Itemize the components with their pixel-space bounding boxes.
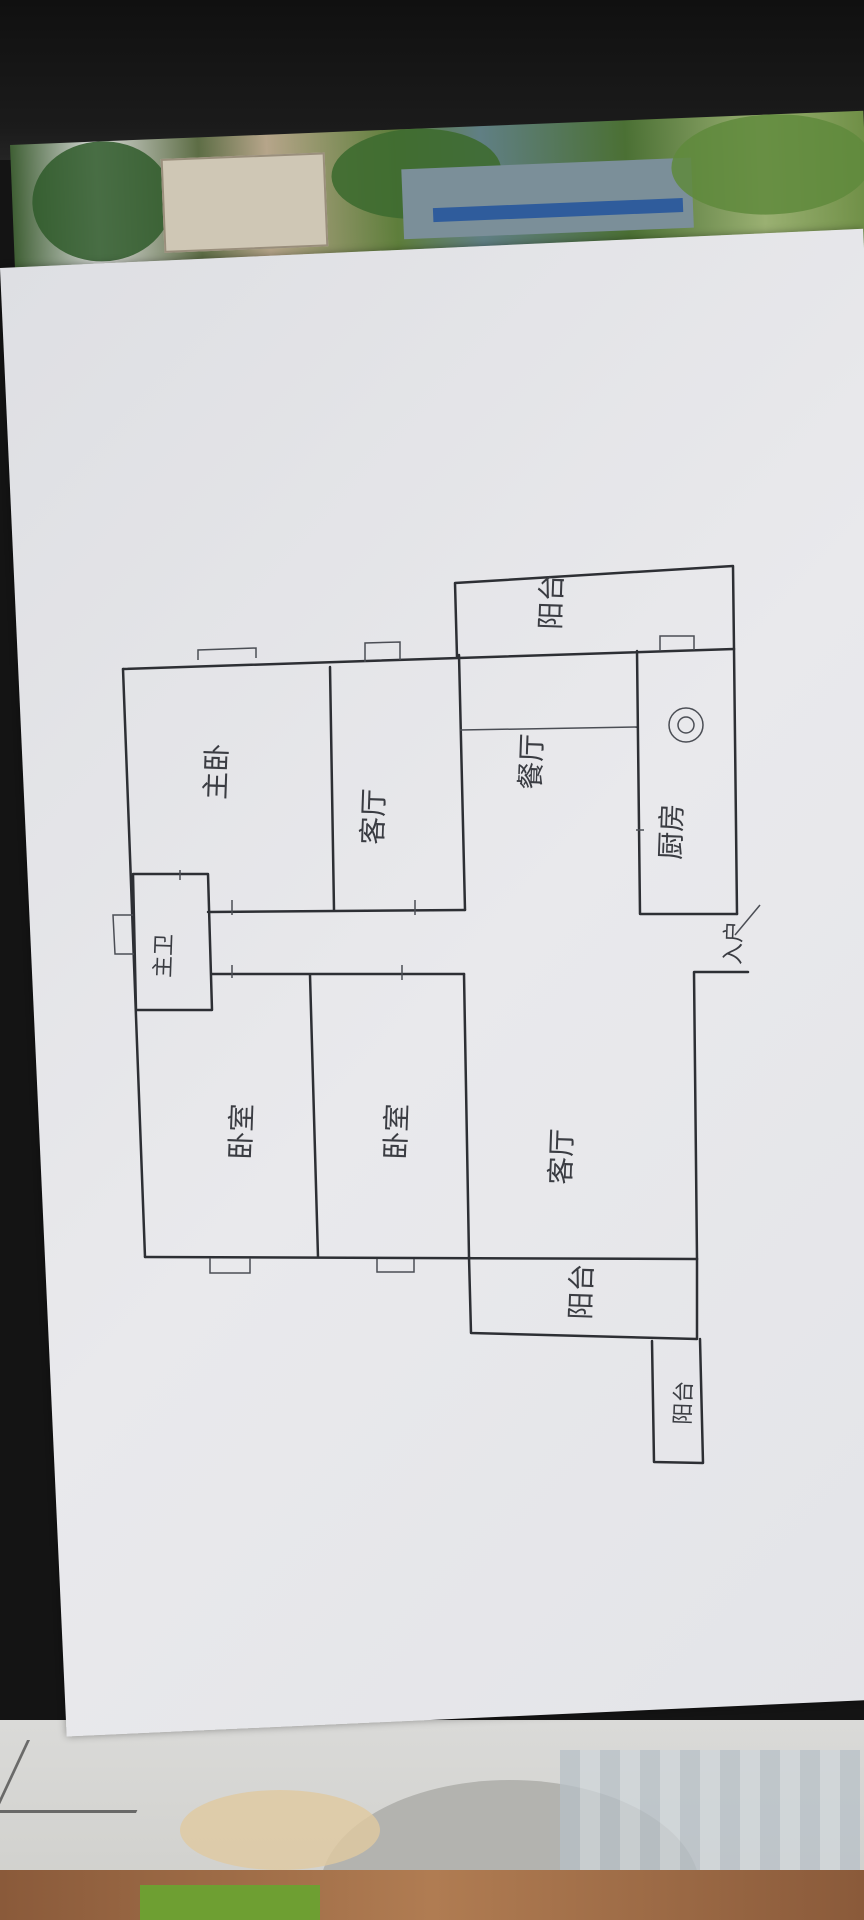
room-label-balcony-bottom: 阳台 — [564, 1263, 599, 1320]
window-top-mid — [364, 641, 401, 662]
entrance-arrow-icon — [734, 904, 761, 936]
room-label-living-room: 客厅 — [544, 1128, 579, 1185]
stove-icon — [668, 707, 704, 743]
window-top-left — [197, 647, 257, 660]
balcony-small-outline — [650, 1337, 705, 1465]
room-label-balcony-small: 阳台 — [671, 1380, 698, 1425]
mist-shape — [180, 1790, 380, 1870]
kitchen-outline — [635, 649, 739, 916]
balcony-top-outline — [453, 564, 736, 659]
stove-icon-inner — [677, 716, 695, 734]
balcony-bottom-outline — [467, 1255, 699, 1341]
green-object — [140, 1885, 320, 1920]
outer-wall-bottom — [143, 1255, 699, 1261]
wall-bedrooms-divider — [308, 973, 320, 1259]
building-shape — [560, 1750, 860, 1870]
wall-bedroom-living — [462, 972, 471, 1259]
window-bottom-left — [209, 1258, 251, 1274]
outer-wall-right-lower — [692, 970, 750, 1261]
bath-outline — [131, 872, 214, 1012]
window-top-right — [659, 635, 695, 651]
outer-wall-right-upper — [732, 647, 739, 916]
outer-wall-top — [121, 647, 736, 671]
room-label-master-bath: 主卫 — [151, 933, 178, 978]
room-label-kitchen: 厨房 — [654, 803, 689, 860]
room-label-bedroom-right: 卧室 — [379, 1103, 414, 1160]
room-label-bedroom-left: 卧室 — [224, 1103, 259, 1160]
room-label-balcony-top: 阳台 — [534, 573, 569, 630]
wall-dining-kitchen-dash — [459, 726, 639, 731]
wall-upper-horizontal — [206, 908, 467, 914]
room-label-dining: 餐厅 — [514, 733, 549, 790]
wall-guest-dining — [457, 653, 467, 912]
wall-master-guest — [328, 665, 336, 912]
room-label-guest-room: 客厅 — [356, 788, 391, 845]
poster-photo-bottom — [0, 1720, 864, 1920]
entrance-label: 入户 — [721, 920, 748, 965]
window-bottom-right — [376, 1259, 415, 1273]
bath-window — [112, 914, 134, 955]
room-label-master-bedroom: 主卧 — [199, 743, 234, 800]
